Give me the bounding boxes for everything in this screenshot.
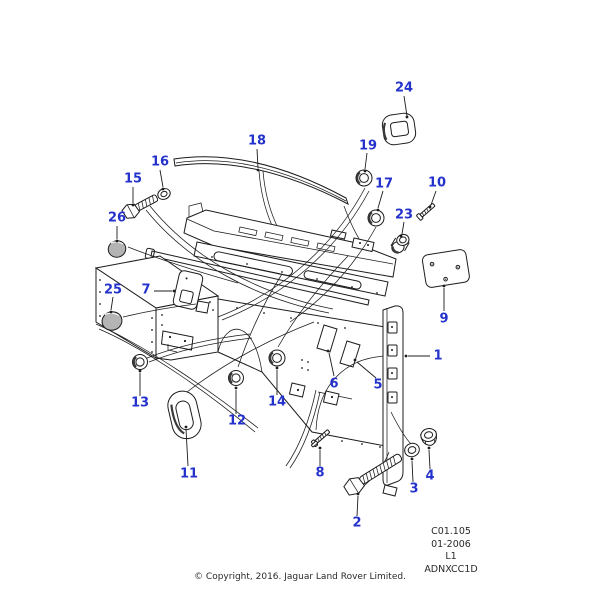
- callout-3: 3: [409, 481, 419, 497]
- sheet-code: L1: [445, 551, 457, 563]
- cowl-top-assembly: [144, 202, 397, 306]
- part3-washer: [404, 442, 420, 458]
- drawing-info-block: C01.105 01-2006 L1 ADNXCC1D: [424, 526, 477, 576]
- callout-8: 8: [315, 465, 325, 481]
- callout-23: 23: [394, 207, 414, 223]
- part6-aperture: [316, 324, 338, 353]
- callout-2: 2: [352, 515, 362, 531]
- part18-seal-strip: [173, 156, 349, 206]
- part10-stud: [416, 203, 436, 221]
- part25-blanking-cap: [101, 311, 123, 331]
- callout-13: 13: [130, 395, 150, 411]
- part24-square-grommet: [381, 112, 417, 146]
- drawing-code: C01.105: [431, 526, 471, 537]
- part14-grommet: [268, 349, 286, 367]
- part1-door-pillar: [382, 305, 404, 497]
- part2-bolt: [343, 453, 403, 496]
- part23-bushing: [390, 233, 410, 254]
- date-code: 01-2006: [431, 538, 471, 550]
- callout-17: 17: [374, 176, 394, 192]
- callout-9: 9: [439, 311, 449, 327]
- leader-lines: [110, 95, 445, 517]
- part11-oval-grommet: [167, 390, 202, 440]
- part9-plate: [421, 249, 470, 288]
- callout-7: 7: [141, 282, 151, 298]
- callout-16: 16: [150, 154, 170, 170]
- callout-18: 18: [247, 133, 267, 149]
- part26-blanking-cap: [107, 240, 127, 258]
- cable-sweeps: [95, 187, 413, 489]
- part19-grommet: [355, 169, 373, 187]
- callout-26: 26: [107, 210, 127, 226]
- part13-grommet: [132, 354, 148, 370]
- ref-code: ADNXCC1D: [424, 563, 478, 575]
- part7-plate: [172, 270, 204, 310]
- bulkhead-main-panel: [94, 255, 400, 449]
- callout-15: 15: [123, 171, 143, 187]
- callout-5: 5: [373, 377, 383, 393]
- part5-aperture: [339, 340, 361, 368]
- part8-stud: [310, 429, 330, 448]
- part15-bolt: [121, 194, 159, 219]
- callout-1: 1: [433, 348, 443, 364]
- copyright-text: © Copyright, 2016. Jaguar Land Rover Lim…: [194, 572, 406, 582]
- part12-grommet: [228, 370, 244, 386]
- callout-19: 19: [358, 138, 378, 154]
- callout-11: 11: [179, 466, 199, 482]
- callout-12: 12: [227, 413, 247, 429]
- part17-grommet: [367, 209, 385, 227]
- leader-arrow-dots: [109, 115, 446, 496]
- callout-4: 4: [425, 468, 435, 484]
- callout-25: 25: [103, 282, 123, 298]
- callout-6: 6: [329, 376, 339, 392]
- part4-nut: [420, 428, 437, 446]
- callout-24: 24: [394, 80, 414, 96]
- callout-10: 10: [427, 175, 447, 191]
- callout-14: 14: [267, 394, 287, 410]
